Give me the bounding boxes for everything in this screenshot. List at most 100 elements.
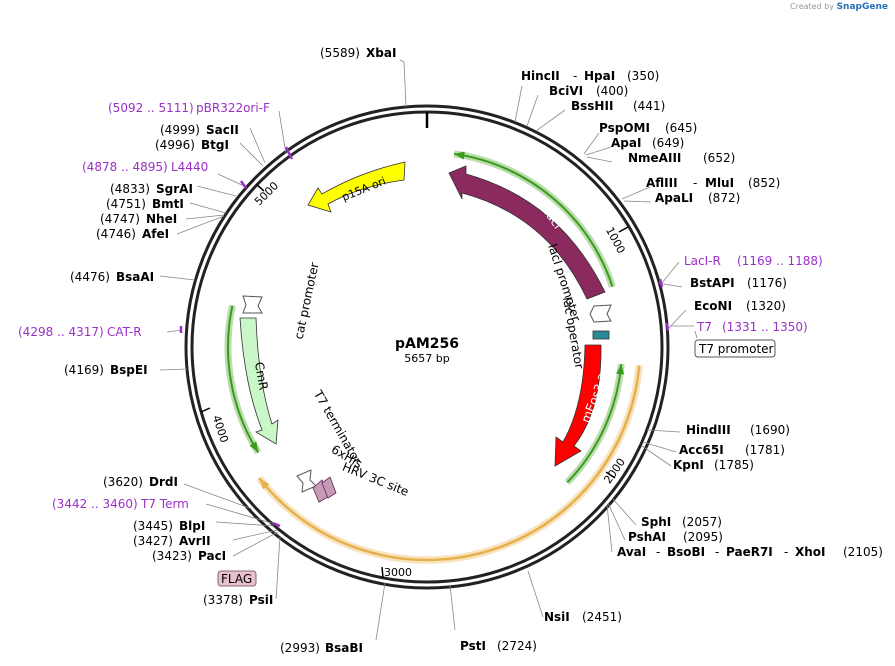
primer-t7-term[interactable]: (3442 .. 3460) T7 Term bbox=[52, 497, 189, 511]
site-hindiii[interactable]: HindIII (1690) bbox=[686, 423, 790, 437]
backbone-outer-ring bbox=[184, 104, 670, 590]
laci-orf-arc[interactable] bbox=[453, 152, 614, 288]
svg-text:(4833): (4833) bbox=[110, 182, 150, 196]
svg-text:BlpI: BlpI bbox=[179, 519, 205, 533]
svg-text:(1785): (1785) bbox=[714, 458, 754, 472]
svg-text:HincII: HincII bbox=[521, 69, 560, 83]
site-apai[interactable]: ApaI (649) bbox=[611, 136, 684, 150]
site-drdi[interactable]: (3620) DrdI bbox=[103, 475, 178, 489]
flag-feature[interactable]: FLAG bbox=[217, 570, 257, 587]
tick-mark-4000 bbox=[200, 407, 211, 413]
primer-pbr322ori-f[interactable]: (5092 .. 5111) pBR322ori-F bbox=[108, 101, 270, 115]
svg-text:(4996): (4996) bbox=[155, 138, 195, 152]
tick-mark-1000 bbox=[618, 226, 629, 233]
site-kpni[interactable]: KpnI (1785) bbox=[673, 458, 754, 472]
svg-text:(4751): (4751) bbox=[106, 197, 146, 211]
cat-promoter-feature[interactable] bbox=[242, 295, 263, 314]
svg-text:CAT-R: CAT-R bbox=[107, 325, 142, 339]
laci-feature[interactable] bbox=[448, 165, 606, 300]
site-psti[interactable]: PstI (2724) bbox=[460, 639, 537, 653]
site-nmeaiii[interactable]: NmeAIII (652) bbox=[628, 151, 735, 165]
site-nsii[interactable]: NsiI (2451) bbox=[544, 610, 622, 624]
svg-text:(1690): (1690) bbox=[750, 423, 790, 437]
site-sgrai[interactable]: (4833) SgrAI bbox=[110, 182, 193, 196]
svg-text:HpaI: HpaI bbox=[584, 69, 615, 83]
site-psii[interactable]: (3378) PsiI bbox=[203, 593, 273, 607]
svg-text:(1331 .. 1350): (1331 .. 1350) bbox=[722, 320, 808, 334]
cmr-feature[interactable] bbox=[239, 317, 279, 445]
meos-orf-arrowhead bbox=[616, 363, 625, 375]
svg-text:(5092 .. 5111): (5092 .. 5111) bbox=[108, 101, 194, 115]
svg-text:(4298 .. 4317): (4298 .. 4317) bbox=[18, 325, 104, 339]
site-acc65i[interactable]: Acc65I (1781) bbox=[679, 443, 785, 457]
meos32-feature[interactable] bbox=[554, 344, 602, 467]
site-afliii-mlui[interactable]: AflIII - MluI (852) bbox=[646, 176, 780, 190]
svg-text:KpnI: KpnI bbox=[673, 458, 704, 472]
svg-text:SphI: SphI bbox=[641, 515, 671, 529]
flag-label: FLAG bbox=[221, 572, 252, 586]
lac-operator-feature[interactable] bbox=[592, 330, 610, 340]
site-paci[interactable]: (3423) PacI bbox=[152, 549, 226, 563]
svg-text:(4746): (4746) bbox=[96, 227, 136, 241]
site-afei[interactable]: (4746) AfeI bbox=[96, 227, 169, 241]
tick-mark-5000 bbox=[255, 183, 265, 192]
primer-l4440[interactable]: (4878 .. 4895) L4440 bbox=[82, 160, 208, 174]
svg-text:NmeAIII: NmeAIII bbox=[628, 151, 681, 165]
site-hincii-hpai[interactable]: HincII - HpaI (350) bbox=[521, 69, 659, 83]
plasmid-length: 5657 bp bbox=[404, 352, 449, 365]
svg-text:BsaAI: BsaAI bbox=[116, 270, 154, 284]
site-bsabi[interactable]: (2993) BsaBI bbox=[280, 641, 363, 655]
his-hrv-features[interactable] bbox=[312, 476, 337, 503]
svg-text:L4440: L4440 bbox=[171, 160, 208, 174]
primer-markers bbox=[179, 146, 670, 528]
site-bsshii[interactable]: BssHII (441) bbox=[571, 99, 665, 113]
site-bstapi[interactable]: BstAPI (1176) bbox=[690, 276, 787, 290]
site-bspei[interactable]: (4169) BspEI bbox=[64, 363, 148, 377]
site-pshai[interactable]: PshAI (2095) bbox=[628, 530, 723, 544]
p15a-ori-feature[interactable] bbox=[307, 161, 406, 213]
site-xbai[interactable]: (5589) XbaI bbox=[320, 46, 396, 60]
site-leader-lines bbox=[159, 59, 698, 641]
svg-text:BspEI: BspEI bbox=[110, 363, 148, 377]
site-bcivi[interactable]: BciVI (400) bbox=[549, 84, 628, 98]
svg-text:(4999): (4999) bbox=[160, 123, 200, 137]
hrv-3c-label: HRV 3C site bbox=[340, 460, 410, 499]
svg-text:AflIII: AflIII bbox=[646, 176, 678, 190]
tick-mark-3000 bbox=[381, 566, 384, 579]
primer-t7[interactable]: T7 (1331 .. 1350) bbox=[696, 320, 808, 334]
site-bmti[interactable]: (4751) BmtI bbox=[106, 197, 184, 211]
svg-text:(2724): (2724) bbox=[497, 639, 537, 653]
hrv-3c-feature[interactable] bbox=[321, 476, 337, 499]
primer-cat-r[interactable]: (4298 .. 4317) CAT-R bbox=[18, 325, 142, 339]
site-pspomi[interactable]: PspOMI (645) bbox=[599, 121, 697, 135]
laci-promoter-feature[interactable] bbox=[589, 304, 612, 323]
primer-laci-r[interactable]: LacI-R (1169 .. 1188) bbox=[684, 254, 823, 268]
cmr-orf-arc[interactable] bbox=[227, 305, 260, 453]
site-sphi[interactable]: SphI (2057) bbox=[641, 515, 722, 529]
svg-text:(2057): (2057) bbox=[682, 515, 722, 529]
svg-text:(5589): (5589) bbox=[320, 46, 360, 60]
svg-text:(3378): (3378) bbox=[203, 593, 243, 607]
large-orf-arc[interactable] bbox=[258, 365, 641, 562]
site-nhei[interactable]: (4747) NheI bbox=[100, 212, 177, 226]
site-avrii[interactable]: (3427) AvrII bbox=[133, 534, 211, 548]
meos-orf-arc[interactable] bbox=[566, 363, 623, 484]
svg-text:(2993): (2993) bbox=[280, 641, 320, 655]
site-sacii[interactable]: (4999) SacII bbox=[160, 123, 239, 137]
site-econi[interactable]: EcoNI (1320) bbox=[694, 299, 786, 313]
svg-text:(645): (645) bbox=[665, 121, 697, 135]
site-bsaai[interactable]: (4476) BsaAI bbox=[70, 270, 154, 284]
orf-layer bbox=[224, 150, 643, 564]
site-btgi[interactable]: (4996) BtgI bbox=[155, 138, 229, 152]
site-blpi[interactable]: (3445) BlpI bbox=[133, 519, 205, 533]
svg-text:(3442 .. 3460): (3442 .. 3460) bbox=[52, 497, 138, 511]
plasmid-name: pAM256 bbox=[395, 336, 459, 352]
svg-text:(3423): (3423) bbox=[152, 549, 192, 563]
svg-text:BmtI: BmtI bbox=[152, 197, 184, 211]
svg-text:-: - bbox=[784, 545, 788, 559]
site-avai-group[interactable]: AvaI - BsoBI - PaeR7I - XhoI (2105) bbox=[617, 545, 883, 559]
t7-promoter-feature[interactable]: T7 promoter bbox=[694, 339, 776, 358]
svg-text:(3620): (3620) bbox=[103, 475, 143, 489]
cat-promoter-label: cat promoter bbox=[292, 261, 322, 340]
site-apali[interactable]: ApaLI (872) bbox=[655, 191, 740, 205]
